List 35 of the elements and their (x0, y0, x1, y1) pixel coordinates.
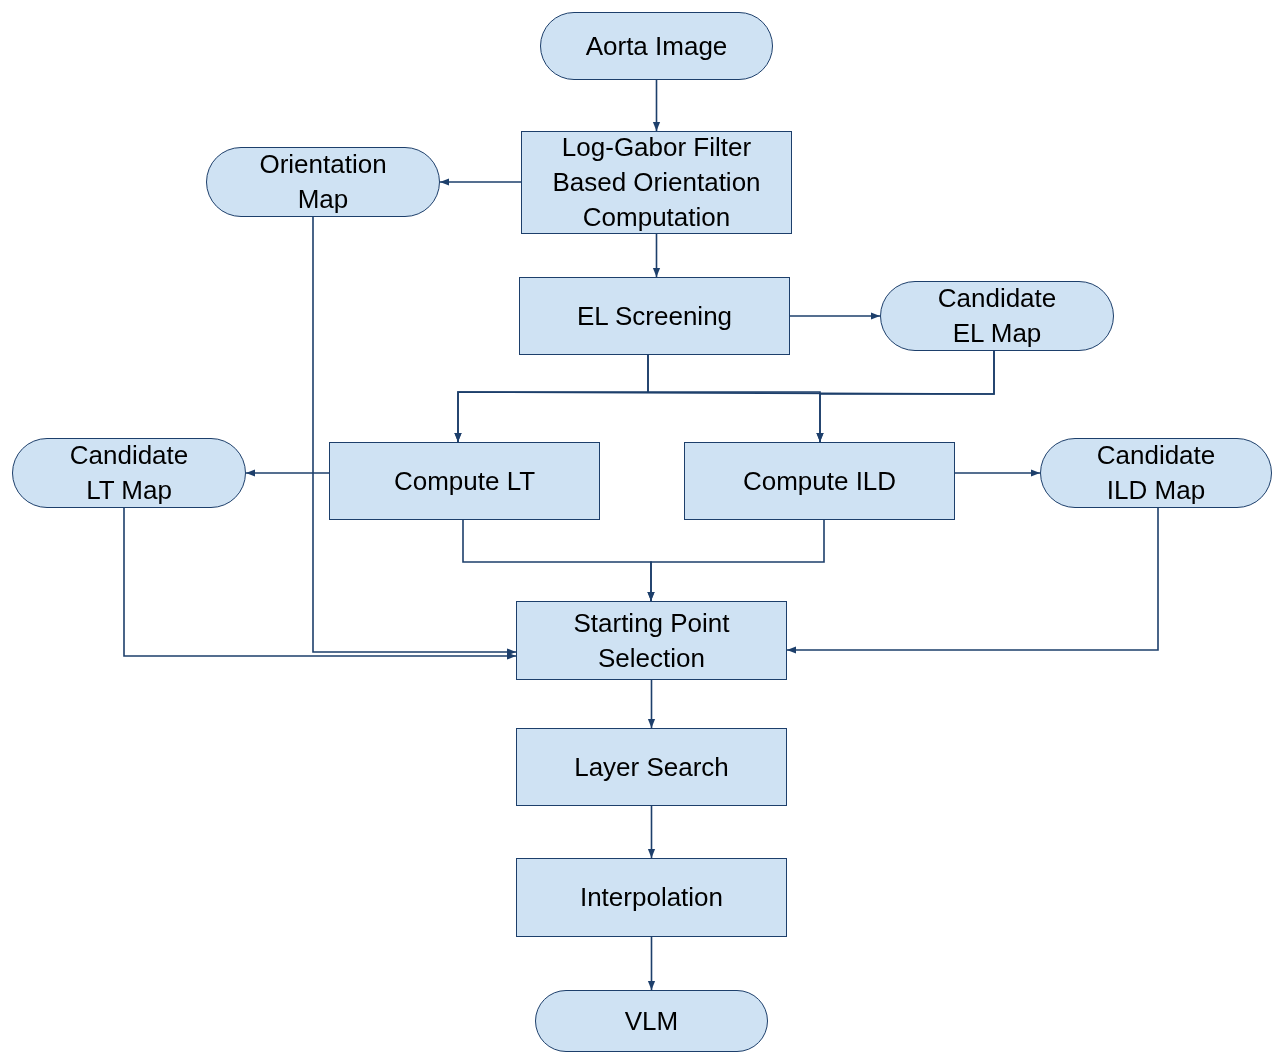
node-label: Candidate ILD Map (1095, 439, 1217, 507)
process-box (521, 131, 792, 234)
process-box (516, 601, 787, 680)
arrow (652, 79, 661, 132)
process-box (516, 858, 787, 937)
node-label: Candidate EL Map (936, 282, 1058, 350)
arrow (647, 679, 656, 729)
arrow (786, 507, 1159, 654)
arrow (647, 519, 825, 602)
node-label: Compute ILD (742, 464, 897, 498)
arrow (816, 350, 995, 443)
node-label: Layer Search (574, 750, 729, 784)
arrow (439, 178, 522, 186)
node-label: EL Screening (576, 299, 733, 333)
process-box (684, 442, 955, 520)
node-label: Starting Point Selection (572, 606, 731, 675)
process-box (329, 442, 600, 520)
arrow (647, 805, 656, 859)
arrow (647, 936, 656, 991)
node-label: Log-Gabor Filter Based Orientation Computation (551, 131, 762, 234)
node-label: VLM (624, 1004, 679, 1038)
arrow (312, 216, 517, 656)
arrow (954, 469, 1041, 477)
node-label: Interpolation (579, 881, 724, 914)
arrow (123, 507, 517, 660)
process-box (519, 277, 790, 355)
process-box (516, 728, 787, 806)
node-label: Aorta Image (585, 29, 728, 63)
node-label: Compute LT (393, 464, 536, 498)
terminal-pill (1040, 438, 1272, 508)
arrow (652, 233, 661, 278)
node-label: Orientation Map (258, 148, 388, 216)
arrow (245, 469, 330, 477)
node-label: Candidate LT Map (68, 439, 190, 507)
arrow (789, 312, 881, 320)
